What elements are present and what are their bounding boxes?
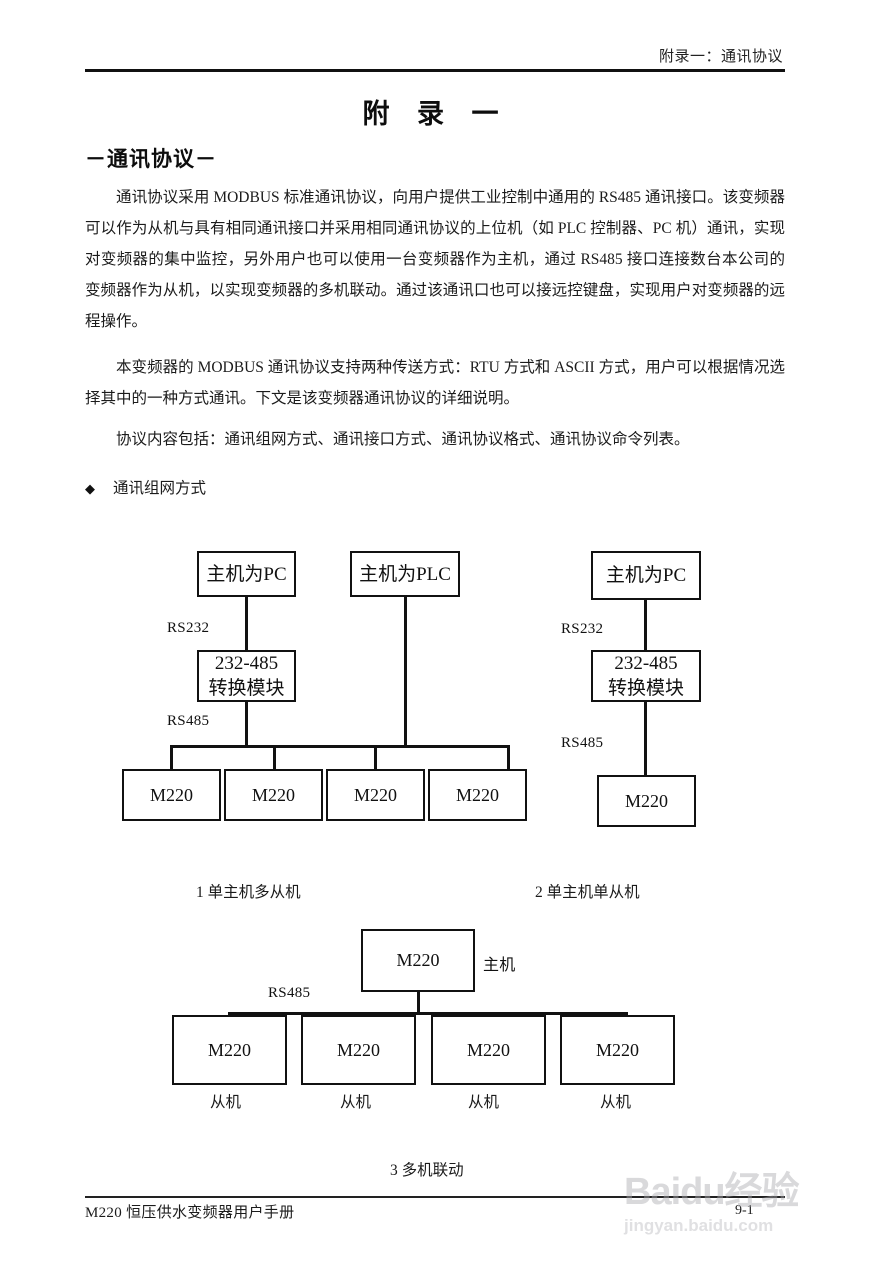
- diagram3-slave-label-3: M220: [466, 1039, 510, 1060]
- diagram1-converter-box: 232-485 转换模块: [197, 650, 296, 702]
- diagram1-slave-box-4: M220: [428, 769, 527, 821]
- diagram3-bus-bar: [228, 1012, 628, 1015]
- diagram2-converter-box: 232-485 转换模块: [591, 650, 701, 702]
- diagram3-slave-box-2: M220: [301, 1015, 416, 1085]
- diagram1-host-pc-box: 主机为PC: [197, 551, 296, 597]
- footer-manual-title: M220 恒压供水变频器用户手册: [85, 1205, 295, 1221]
- page-title: 附 录 一: [362, 99, 509, 129]
- diagram2-slave-box: M220: [597, 775, 696, 827]
- diagram1-host-plc-label: 主机为PLC: [359, 563, 451, 585]
- diagram1-rs232-line: [245, 597, 248, 650]
- diagram1-bus-bar: [170, 745, 510, 748]
- diagram3-slave-box-3: M220: [431, 1015, 546, 1085]
- paragraph-1: 通讯协议采用 MODBUS 标准通讯协议，向用户提供工业控制中通用的 RS485…: [85, 189, 785, 330]
- diagram2-slave-label: M220: [624, 790, 668, 811]
- diagram1-drop-2: [273, 745, 276, 771]
- footer-rule: [85, 1196, 785, 1198]
- diagram3-master-drop: [417, 992, 420, 1014]
- diagram1-converter-line2: 转换模块: [208, 678, 285, 699]
- diamond-bullet-icon: ◆: [85, 481, 95, 496]
- diagram2-rs232-line: [644, 600, 647, 650]
- diagram1-slave-label-3: M220: [353, 784, 397, 805]
- bullet-item-label: 通讯组网方式: [113, 480, 207, 497]
- diagram3-slave-role-2: 从机: [340, 1094, 372, 1111]
- diagram3-caption: 3 多机联动: [390, 1162, 464, 1179]
- page-header: 附录一：通讯协议: [85, 48, 785, 72]
- watermark-main-text: Baidu经验: [624, 1171, 800, 1213]
- diagram1-plc-bus-line: [404, 597, 407, 747]
- diagram3-master-box: M220: [361, 929, 475, 992]
- diagram3-slave-box-1: M220: [172, 1015, 287, 1085]
- section-subtitle: －通讯协议－: [85, 148, 217, 171]
- diagram3-slave-label-1: M220: [207, 1039, 251, 1060]
- diagram1-slave-label-4: M220: [455, 784, 499, 805]
- diagram1-rs232-label: RS232: [167, 620, 210, 636]
- paragraph-2: 本变频器的 MODBUS 通讯协议支持两种传送方式：RTU 方式和 ASCII …: [85, 359, 785, 407]
- diagram1-converter-line1: 232-485: [214, 653, 279, 674]
- diagram2-converter-line1: 232-485: [614, 653, 678, 674]
- diagram1-slave-label-1: M220: [149, 784, 193, 805]
- bullet-item-networking: ◆ 通讯组网方式: [85, 476, 206, 502]
- diagram3-slave-label-4: M220: [595, 1039, 639, 1060]
- diagram1-drop-3: [374, 745, 377, 771]
- diagram2-host-pc-box: 主机为PC: [591, 551, 701, 600]
- watermark-sub-text: jingyan.baidu.com: [624, 1216, 774, 1235]
- diagram2-rs485-label: RS485: [561, 735, 604, 751]
- diagram2-rs232-label: RS232: [561, 621, 604, 637]
- diagram2-caption: 2 单主机单从机: [535, 884, 640, 901]
- diagram3-slave-role-1: 从机: [210, 1094, 242, 1111]
- diagram1-caption: 1 单主机多从机: [196, 884, 301, 901]
- diagram1-host-plc-box: 主机为PLC: [350, 551, 460, 597]
- diagram3-master-label: M220: [396, 950, 440, 970]
- diagram1-rs485-line: [245, 702, 248, 747]
- diagram3-slave-role-4: 从机: [600, 1094, 632, 1111]
- diagram1-rs485-label: RS485: [167, 713, 210, 729]
- diagram1-slave-box-1: M220: [122, 769, 221, 821]
- diagram2-converter-line2: 转换模块: [607, 678, 684, 699]
- diagram2-rs485-line: [644, 702, 647, 775]
- diagram1-drop-1: [170, 745, 173, 771]
- diagram3-rs485-label: RS485: [268, 985, 311, 1001]
- diagram3-slave-box-4: M220: [560, 1015, 675, 1085]
- diagram3-slave-role-3: 从机: [468, 1094, 500, 1111]
- paragraph-3: 协议内容包括：通讯组网方式、通讯接口方式、通讯协议格式、通讯协议命令列表。: [116, 431, 690, 448]
- header-rule: [85, 69, 785, 72]
- diagram1-slave-label-2: M220: [251, 784, 295, 805]
- diagram3-master-role-label: 主机: [483, 957, 516, 974]
- running-head: 附录一：通讯协议: [658, 49, 783, 65]
- diagram1-drop-4: [507, 745, 510, 771]
- diagram3-slave-label-2: M220: [336, 1039, 380, 1060]
- body-text: 通讯协议采用 MODBUS 标准通讯协议，向用户提供工业控制中通用的 RS485…: [85, 182, 785, 465]
- diagram2-host-pc-label: 主机为PC: [605, 565, 687, 586]
- diagram1-slave-box-2: M220: [224, 769, 323, 821]
- diagram1-host-pc-label: 主机为PC: [206, 563, 287, 585]
- footer-page-number: 9-1: [735, 1203, 754, 1218]
- diagram1-slave-box-3: M220: [326, 769, 425, 821]
